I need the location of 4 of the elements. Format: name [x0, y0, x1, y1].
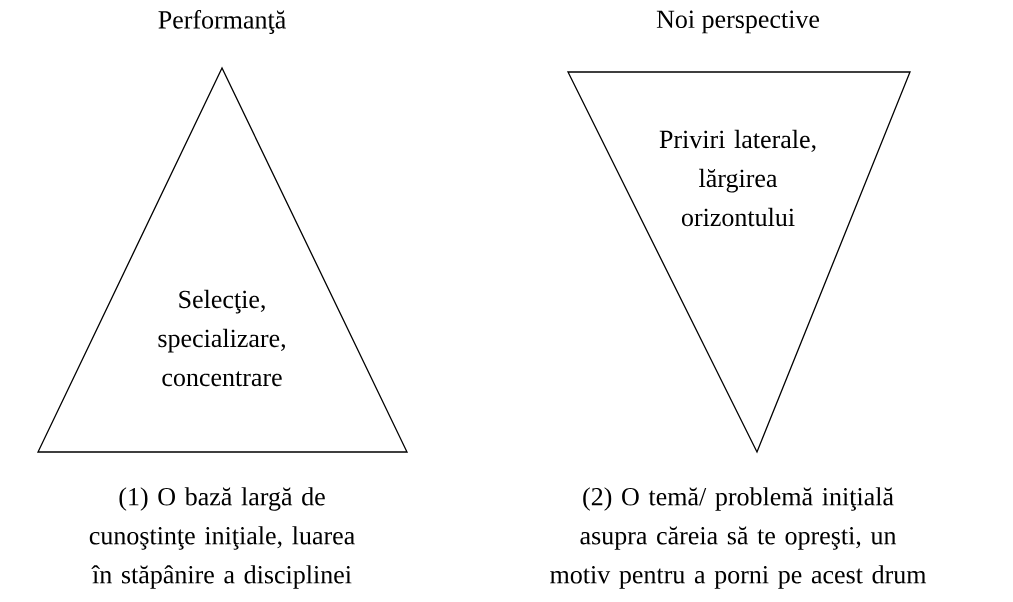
node-label: Noi perspective	[656, 10, 820, 34]
node-label: Performanţă	[158, 10, 286, 34]
node-label: (1) O bază largă de cunoştinţe iniţiale, luarea în stăpânire a disciplinei	[89, 487, 355, 589]
node-label: (2) O temă/ problemă iniţială asupra căreia să te opreşti, un motiv pentru a porni pe acest drum	[550, 487, 927, 589]
